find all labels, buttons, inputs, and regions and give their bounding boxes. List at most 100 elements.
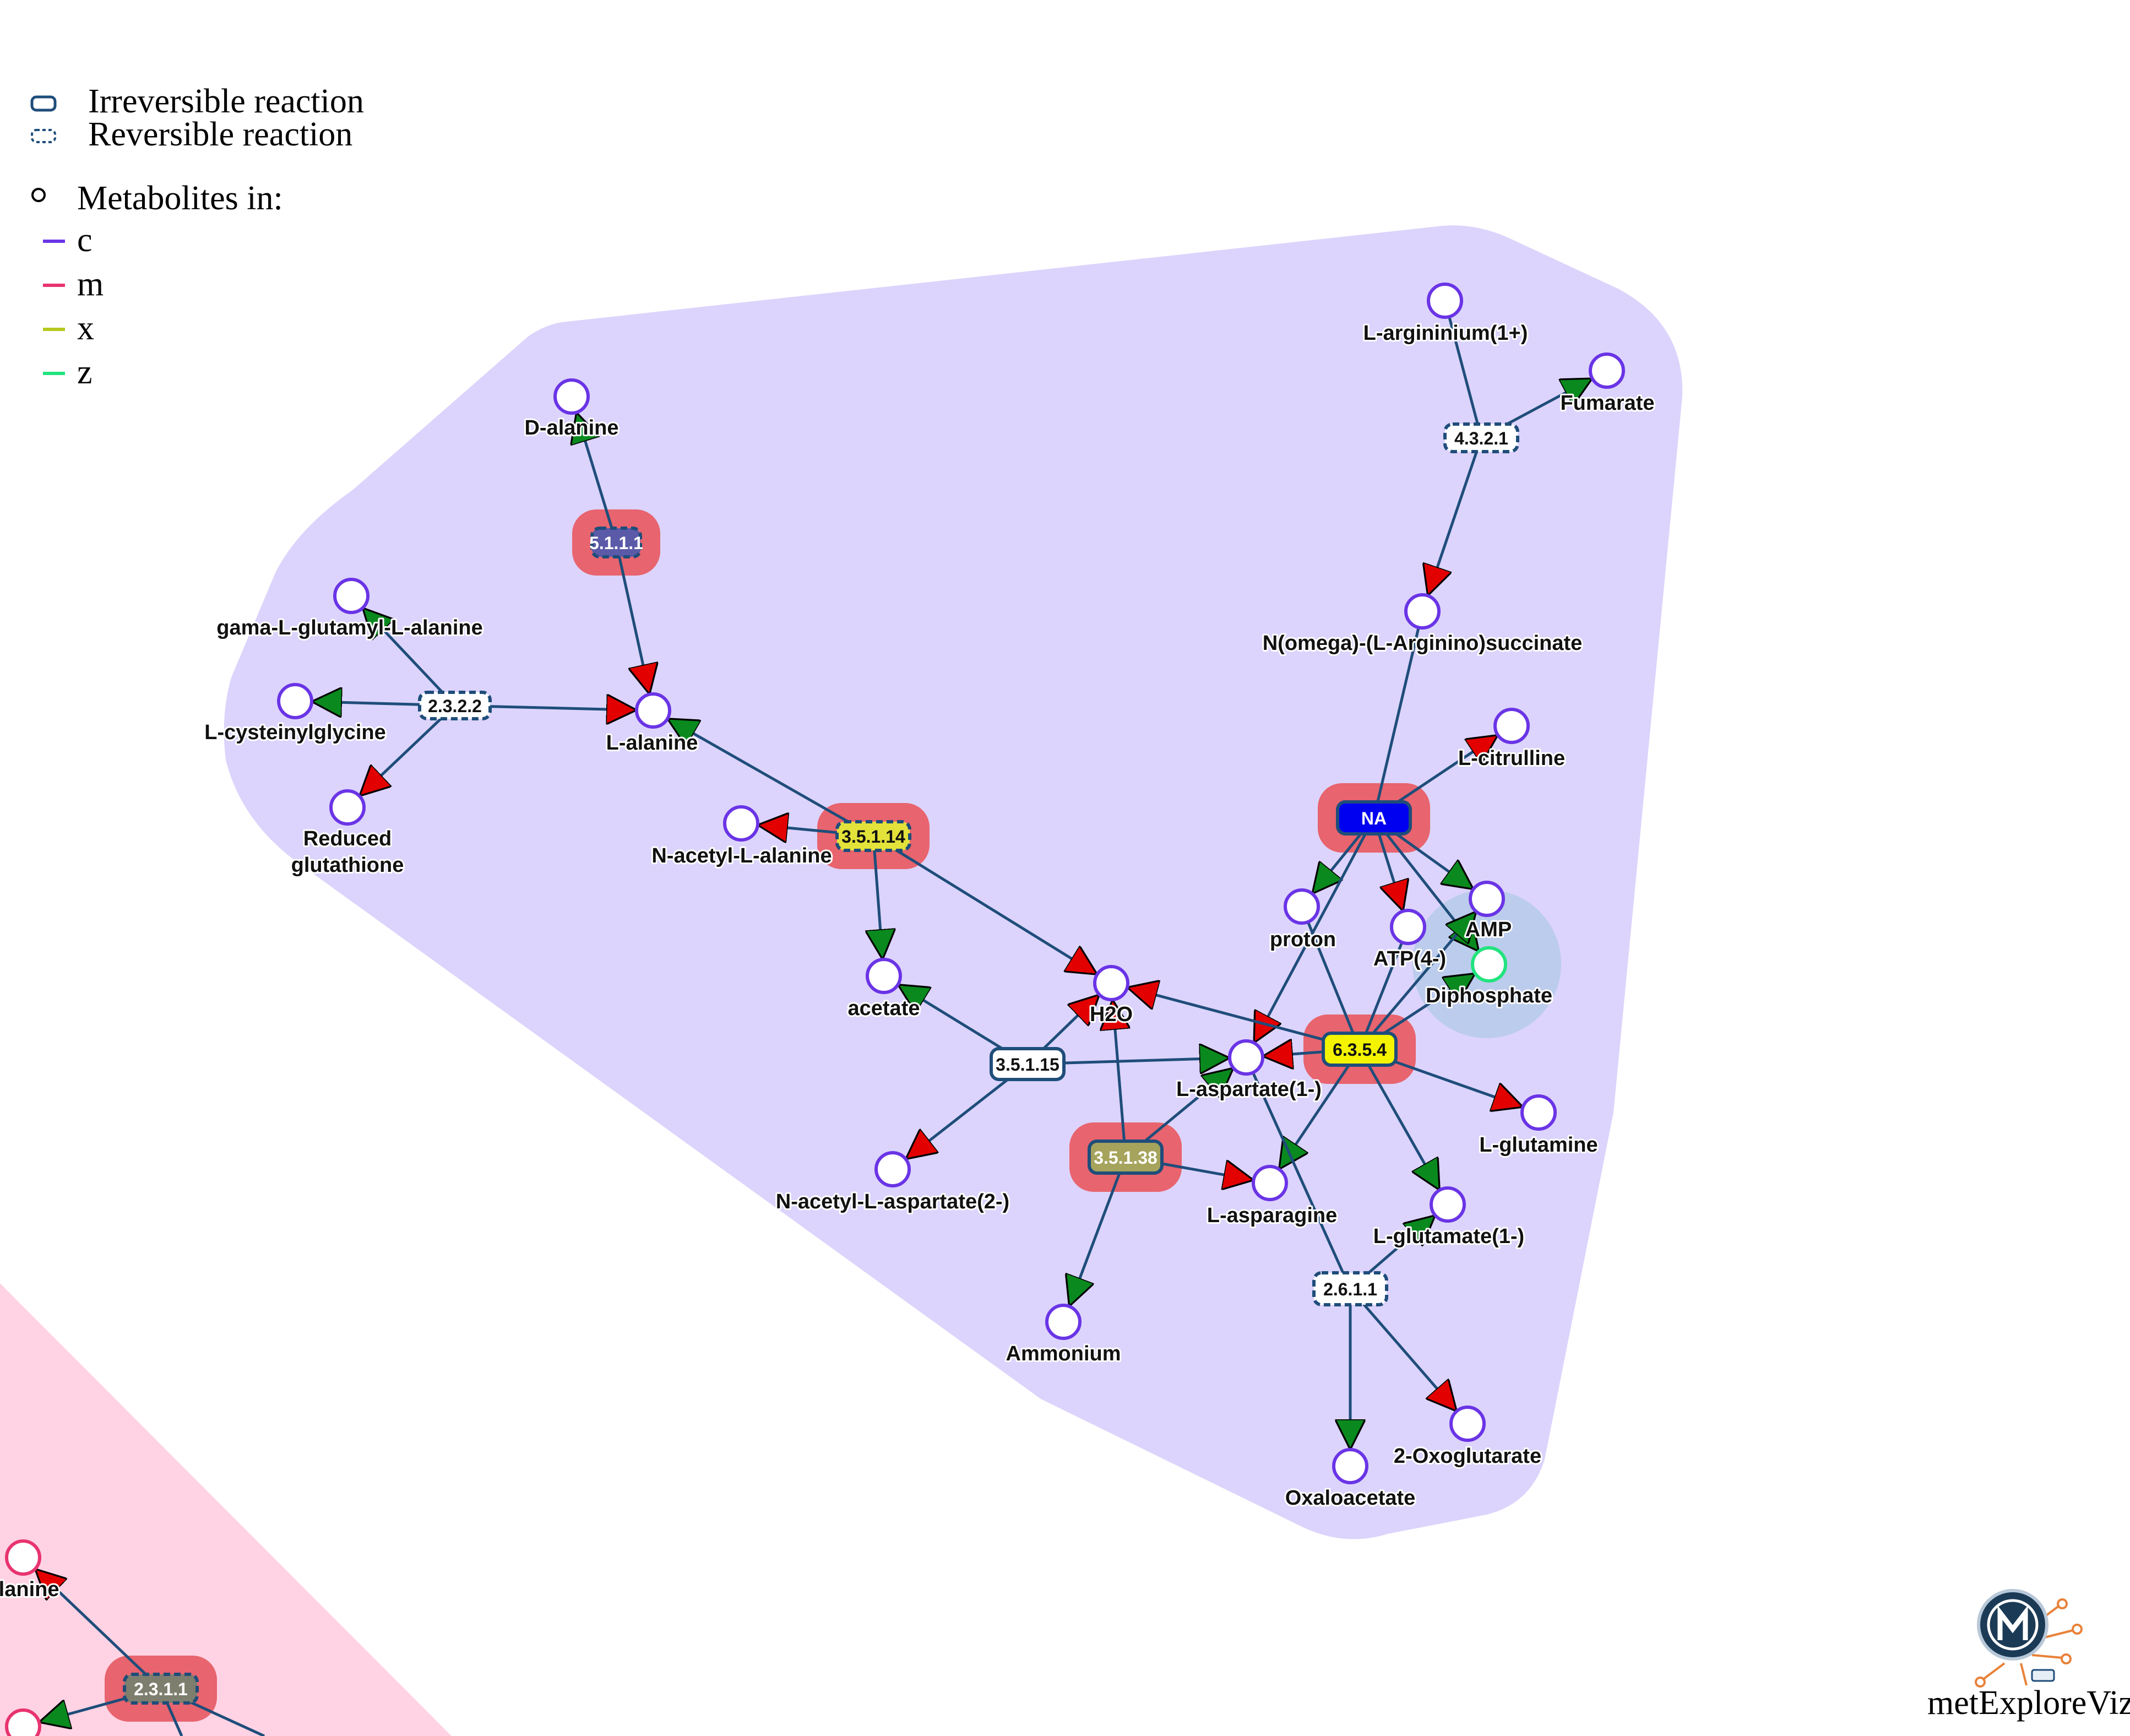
metabolite-node-l_asn[interactable] xyxy=(1252,1165,1288,1201)
metabolite-node-citrulline[interactable] xyxy=(1493,708,1530,744)
reaction-label-r2322: 2.3.2.2 xyxy=(428,696,482,716)
metabolite-node-gama[interactable] xyxy=(333,578,370,614)
edge-r2611-oxoglutarate xyxy=(1349,1288,1457,1411)
reaction-label-r4321: 4.3.2.1 xyxy=(1454,428,1508,448)
reaction-node-r35138[interactable] xyxy=(1088,1140,1164,1175)
metabolite-node-d_ala[interactable] xyxy=(553,378,590,415)
metabolite-node-alanine_m[interactable] xyxy=(5,1539,41,1576)
metabolite-node-cysgly[interactable] xyxy=(277,683,313,719)
edge-r5111-d_ala xyxy=(577,413,618,543)
metabolite-node-oxoglutarate[interactable] xyxy=(1449,1406,1486,1442)
metabolite-label-alanine_m: alanine xyxy=(0,1578,59,1601)
metabolite-label-oxaloacetate: Oxaloacetate xyxy=(1285,1487,1416,1510)
reaction-label-rNA: NA xyxy=(1361,809,1387,828)
metabolite-label-citrulline: L-citrulline xyxy=(1458,747,1565,770)
metabolite-label-diphosphate: Diphosphate xyxy=(1426,984,1552,1007)
edge-r6354-l_asn xyxy=(1278,1048,1361,1169)
legend-metabolites-title: Metabolites in: xyxy=(77,180,283,217)
metabolite-label-l_asn: L-asparagine xyxy=(1207,1204,1338,1227)
legend-irreversible: Irreversible reaction xyxy=(88,83,364,120)
reaction-node-r5111[interactable] xyxy=(590,527,642,558)
logo-text: metExploreViz xyxy=(1927,1684,2130,1722)
edge-r35114-acetate xyxy=(873,836,883,959)
metabolite-label-ammonium: Ammonium xyxy=(1006,1342,1121,1365)
legend-compartment-m: m xyxy=(77,265,104,303)
edge-r2611-l_asp xyxy=(1252,1072,1352,1290)
edge-r35114-l_ala xyxy=(667,717,874,838)
reaction-label-r35115: 3.5.1.15 xyxy=(996,1055,1059,1075)
reaction-node-r2611[interactable] xyxy=(1312,1271,1388,1306)
edge-r6354-proton xyxy=(1306,921,1361,1050)
metabolite-node-argsucc[interactable] xyxy=(1404,593,1441,630)
edge-r6354-l_glu xyxy=(1358,1048,1441,1190)
reaction-node-r35115[interactable] xyxy=(990,1047,1066,1081)
reversible-swatch xyxy=(31,129,56,143)
metabolite-label-l_gln: L-glutamine xyxy=(1479,1133,1597,1157)
metabolite-label-oxoglutarate: 2-Oxoglutarate xyxy=(1394,1445,1541,1468)
edge-r2322-gsh xyxy=(360,704,456,796)
metabolite-node-atp[interactable] xyxy=(1390,909,1426,945)
irreversible-swatch xyxy=(30,95,57,112)
metabolite-node-l_glu[interactable] xyxy=(1430,1186,1466,1223)
edge-r6354-atp xyxy=(1358,941,1404,1050)
edge-r5111-l_ala xyxy=(615,542,650,695)
metabolite-node-oxaloacetate[interactable] xyxy=(1332,1448,1368,1484)
metabolite-label-argsucc: N(omega)-(L-Arginino)succinate xyxy=(1263,632,1583,655)
metabolite-node-gsh[interactable] xyxy=(329,789,366,826)
metabolite-node-acetate[interactable] xyxy=(866,958,902,994)
metabolite-label-h2o: H2O xyxy=(1090,1003,1133,1026)
edge-r4321-argininium xyxy=(1448,316,1483,438)
metabolite-node-ammonium[interactable] xyxy=(1045,1304,1082,1340)
metabolite-label-atp: ATP(4-) xyxy=(1373,947,1446,970)
edge-rNA-l_asp xyxy=(1252,817,1376,1043)
metabolite-node-l_asp[interactable] xyxy=(1228,1039,1264,1076)
edge-r2311-alanine_m xyxy=(35,1569,162,1690)
metabolite-node-l_gln[interactable] xyxy=(1520,1094,1557,1131)
metabolite-label-l_ala: L-alanine xyxy=(606,731,698,755)
legend-compartment-c: c xyxy=(77,221,93,259)
reaction-node-r6354[interactable] xyxy=(1322,1032,1398,1067)
metabolite-label-l_asp: L-aspartate(1-) xyxy=(1176,1078,1322,1101)
edge-r35138-ammonium xyxy=(1069,1157,1127,1306)
reaction-label-r35138: 3.5.1.38 xyxy=(1094,1148,1158,1168)
reaction-node-r2322[interactable] xyxy=(418,691,492,720)
metabolite-node-l_ala[interactable] xyxy=(635,692,671,729)
metabolite-node-diphosphate[interactable] xyxy=(1471,946,1507,983)
metabolite-swatch xyxy=(31,188,46,202)
compartment-hull-pink xyxy=(0,1283,452,1736)
edge-r6354-h2o xyxy=(1127,988,1360,1051)
metexploreviz-logo: metExploreViz xyxy=(1927,1589,2130,1722)
reaction-label-r5111: 5.1.1.1 xyxy=(589,533,643,553)
metabolite-label-gama: gama-L-glutamyl-L-alanine xyxy=(216,616,483,639)
edge-r35114-h2o xyxy=(872,834,1097,976)
edge-r2322-gama xyxy=(363,608,456,707)
reaction-label-r2311: 2.3.1.1 xyxy=(134,1679,188,1699)
reaction-label-r2611: 2.6.1.1 xyxy=(1323,1279,1377,1299)
metabolite-label-amp: AMP xyxy=(1465,918,1512,941)
metabolite-label-n_ac_ala: N-acetyl-L-alanine xyxy=(651,844,832,867)
metabolite-node-argininium[interactable] xyxy=(1427,283,1463,319)
reaction-label-r6354: 6.3.5.4 xyxy=(1333,1040,1387,1060)
metabolite-node-h2o[interactable] xyxy=(1093,965,1129,1001)
metabolite-node-fumarate[interactable] xyxy=(1589,352,1625,389)
metabolite-label-argininium: L-argininium(1+) xyxy=(1363,322,1528,345)
reaction-node-r35114[interactable] xyxy=(835,820,911,852)
metabolite-label-d_ala: D-alanine xyxy=(524,416,618,440)
legend-compartment-z: z xyxy=(77,354,93,391)
metabolite-label-n_ac_asp: N-acetyl-L-aspartate(2-) xyxy=(776,1190,1009,1213)
legend-reversible: Reversible reaction xyxy=(88,116,352,153)
edge-r4321-argsucc xyxy=(1428,437,1483,596)
metabolite-node-m_lower[interactable] xyxy=(5,1708,41,1736)
metabolite-label-l_glu: L-glutamate(1-) xyxy=(1373,1225,1524,1248)
reaction-node-r2311[interactable] xyxy=(123,1673,199,1705)
metabolite-node-proton[interactable] xyxy=(1284,888,1320,925)
metabolite-node-n_ac_asp[interactable] xyxy=(874,1151,911,1187)
metabolite-node-n_ac_ala[interactable] xyxy=(723,805,759,842)
reaction-node-r4321[interactable] xyxy=(1443,422,1519,453)
reaction-label-r35114: 3.5.1.14 xyxy=(841,827,905,847)
metabolite-label-proton: proton xyxy=(1270,928,1336,951)
metabolite-node-amp[interactable] xyxy=(1469,881,1505,917)
reaction-node-rNA[interactable] xyxy=(1336,800,1412,836)
